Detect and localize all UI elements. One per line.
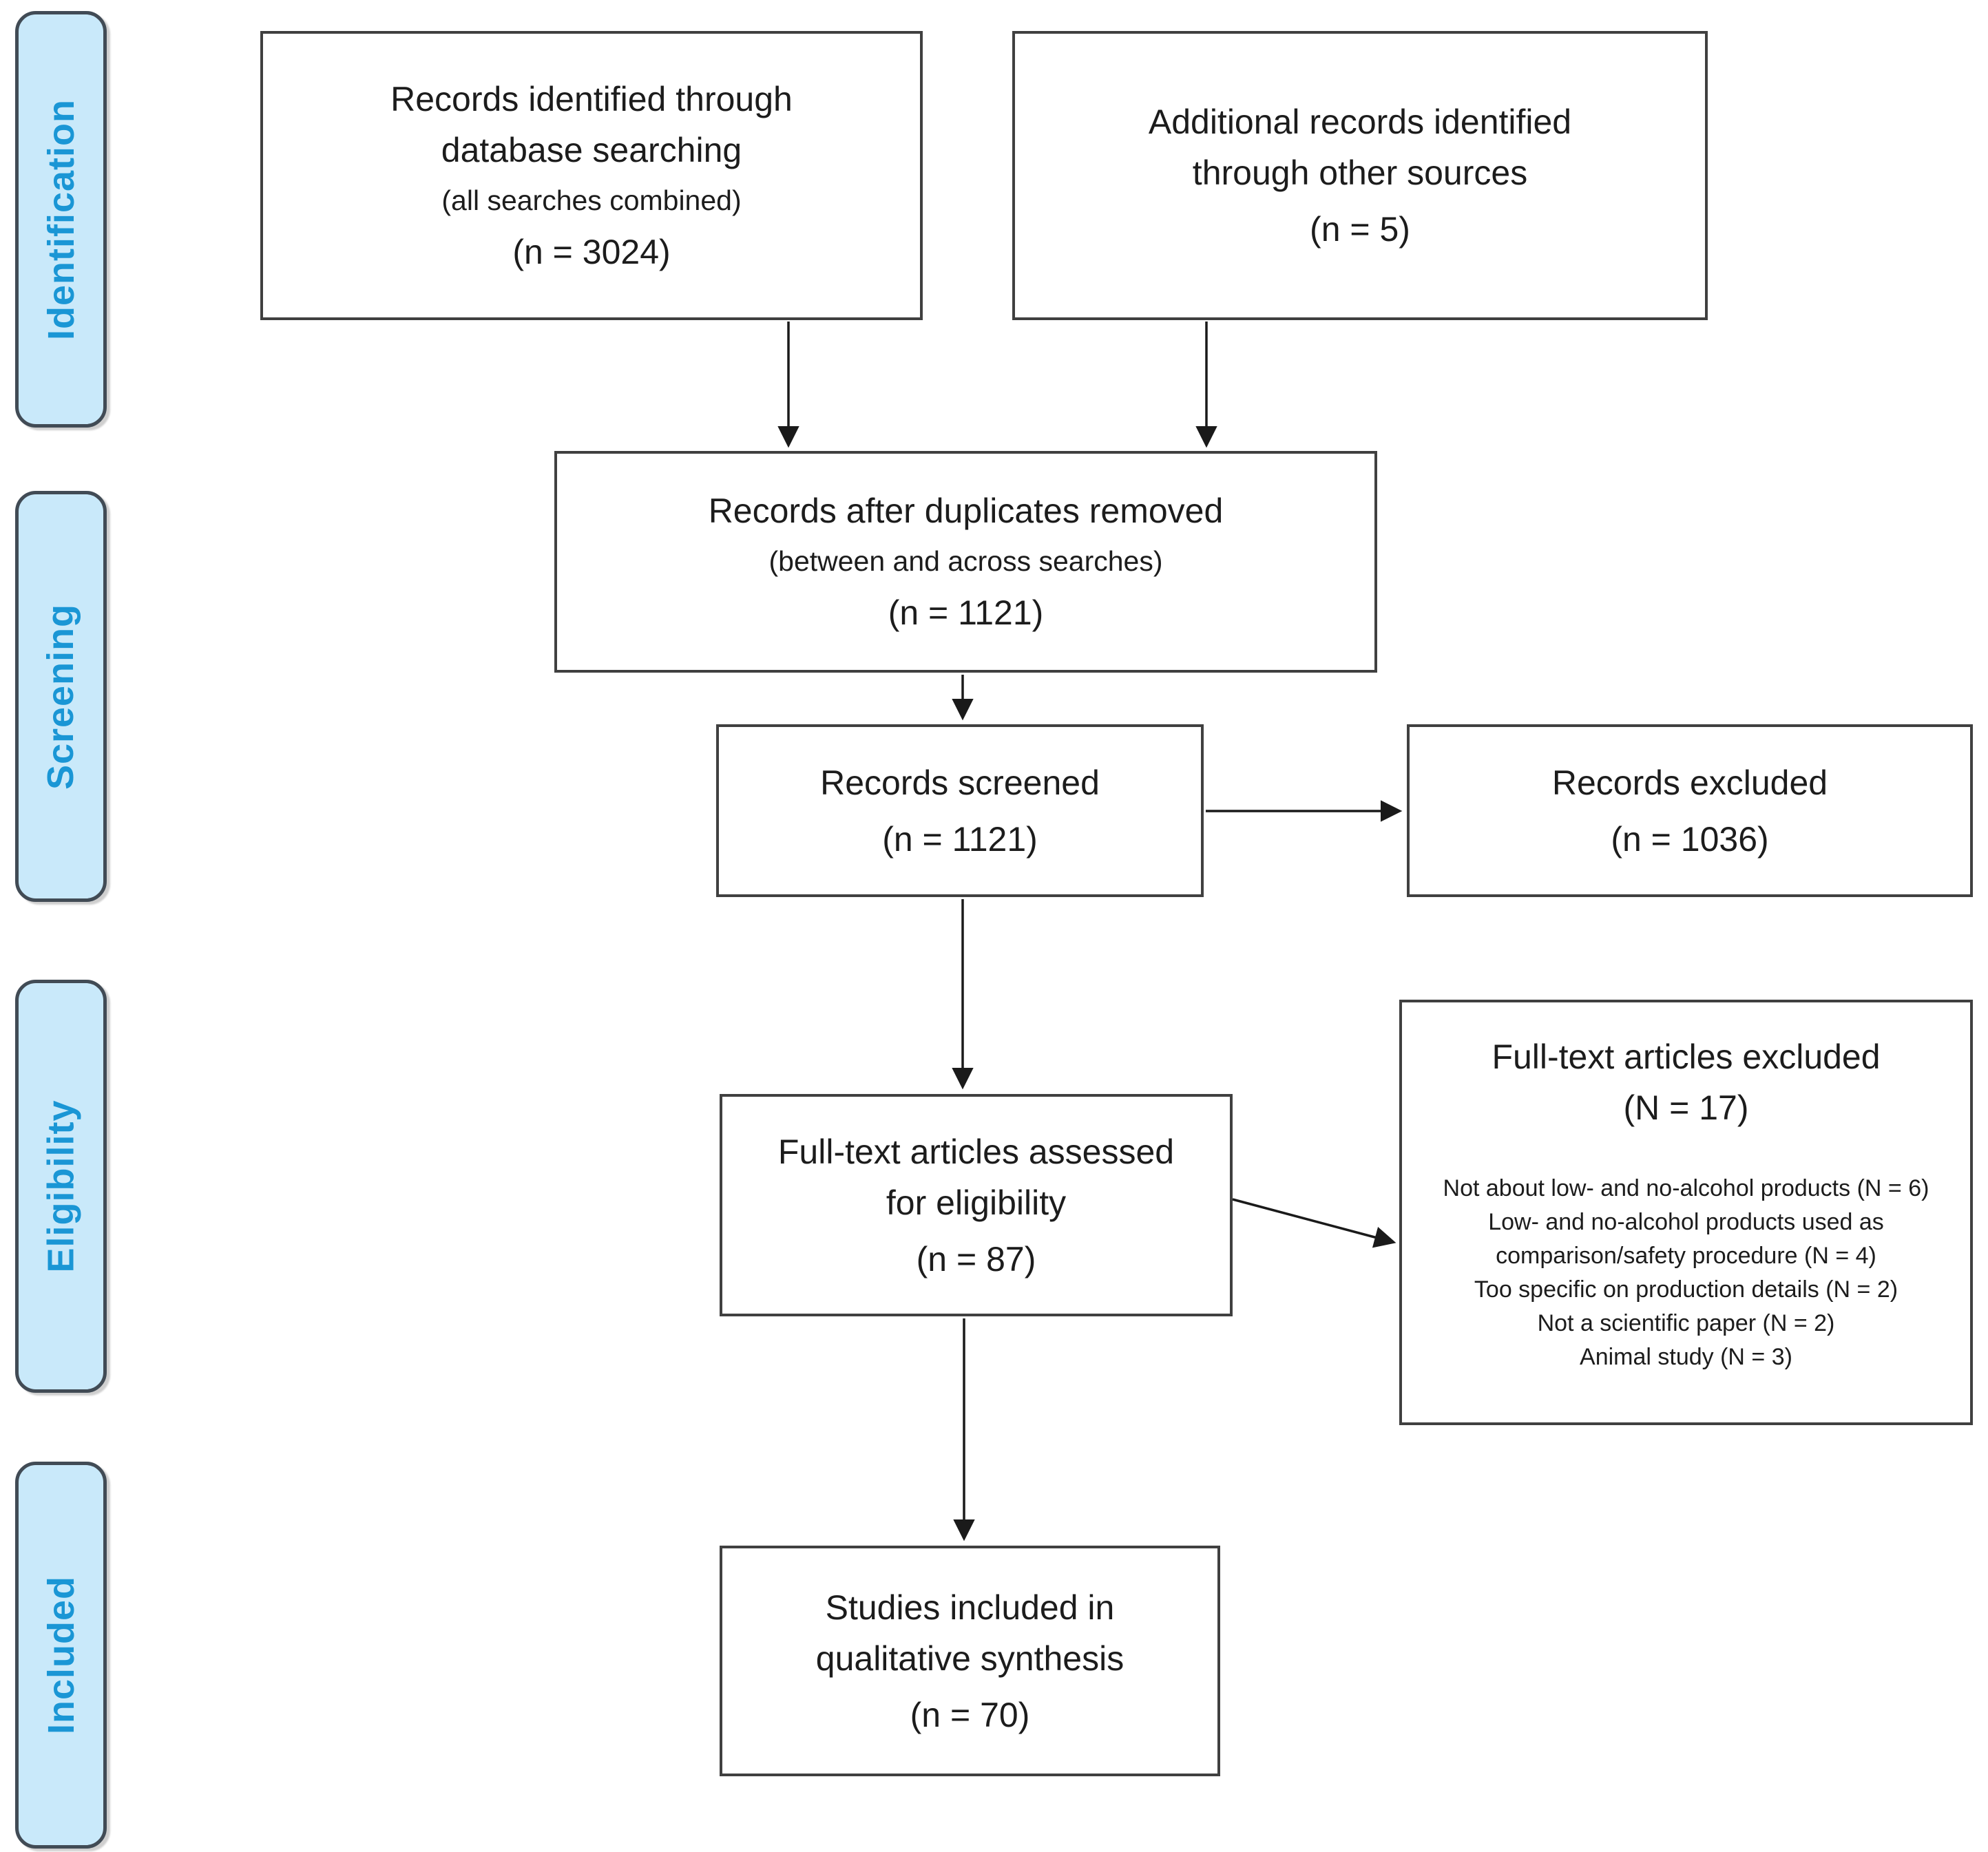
box-note: (between and across searches) <box>768 545 1163 577</box>
stage-pill-identification: Identification <box>15 11 107 428</box>
box-title: Full-text articles excluded <box>1492 1038 1881 1076</box>
stage-label-included: Included <box>40 1575 82 1735</box>
exclusion-reason: Low- and no-alcohol products used as com… <box>1488 1209 1884 1269</box>
box-additional-records: Additional records identified through ot… <box>1012 31 1708 320</box>
box-records-screened: Records screened (n = 1121) <box>716 724 1204 897</box>
box-title-line: Records after duplicates removed <box>708 492 1224 530</box>
box-fulltext-assessed: Full-text articles assessed for eligibil… <box>720 1094 1233 1316</box>
box-count: (n = 87) <box>916 1239 1036 1278</box>
exclusion-reason: Too specific on production details (N = … <box>1474 1276 1898 1303</box>
arrow-fulltext-to-ft-excluded <box>1232 1198 1396 1248</box>
exclusion-reason: Not about low- and no-alcohol products (… <box>1443 1175 1929 1201</box>
exclusion-reasons-list: Not about low- and no-alcohol products (… <box>1421 1172 1951 1374</box>
box-title-line: Additional records identified <box>1148 103 1572 141</box>
box-title-line: Full-text articles assessed <box>777 1132 1175 1171</box>
exclusion-reason: Not a scientific paper (N = 2) <box>1537 1310 1835 1336</box>
stage-pill-eligibility: Eligibility <box>15 980 107 1393</box>
box-records-excluded: Records excluded (n = 1036) <box>1407 724 1973 897</box>
stage-label-eligibility: Eligibility <box>40 1099 82 1273</box>
stage-pill-screening: Screening <box>15 491 107 902</box>
stage-label-identification: Identification <box>40 98 82 340</box>
box-count: (n = 5) <box>1310 210 1410 249</box>
box-note: (all searches combined) <box>441 185 742 216</box>
exclusion-reason: Animal study (N = 3) <box>1580 1344 1792 1370</box>
box-title-line: Records excluded <box>1551 763 1828 802</box>
box-title-line: Records screened <box>820 763 1100 802</box>
box-title-line: for eligibility <box>886 1183 1067 1222</box>
stage-label-screening: Screening <box>40 603 82 790</box>
box-count: (N = 17) <box>1623 1088 1749 1127</box>
box-title-line: through other sources <box>1192 154 1528 192</box>
box-title-line: Records identified through <box>390 80 793 118</box>
box-title-line: database searching <box>441 131 742 169</box>
box-studies-included: Studies included in qualitative synthesi… <box>720 1546 1220 1776</box>
box-duplicates-removed: Records after duplicates removed (betwee… <box>554 451 1377 673</box>
box-records-identified: Records identified through database sear… <box>260 31 923 320</box>
box-title-line: Studies included in <box>825 1588 1115 1627</box>
box-count: (n = 1121) <box>882 819 1038 859</box>
box-count: (n = 1036) <box>1611 819 1769 859</box>
box-count: (n = 70) <box>910 1695 1030 1734</box>
stage-pill-included: Included <box>15 1462 107 1849</box>
box-count: (n = 3024) <box>512 233 671 271</box>
box-title-line: qualitative synthesis <box>815 1639 1124 1678</box>
box-count: (n = 1121) <box>888 593 1044 632</box>
box-fulltext-excluded: Full-text articles excluded (N = 17) Not… <box>1399 1000 1973 1425</box>
